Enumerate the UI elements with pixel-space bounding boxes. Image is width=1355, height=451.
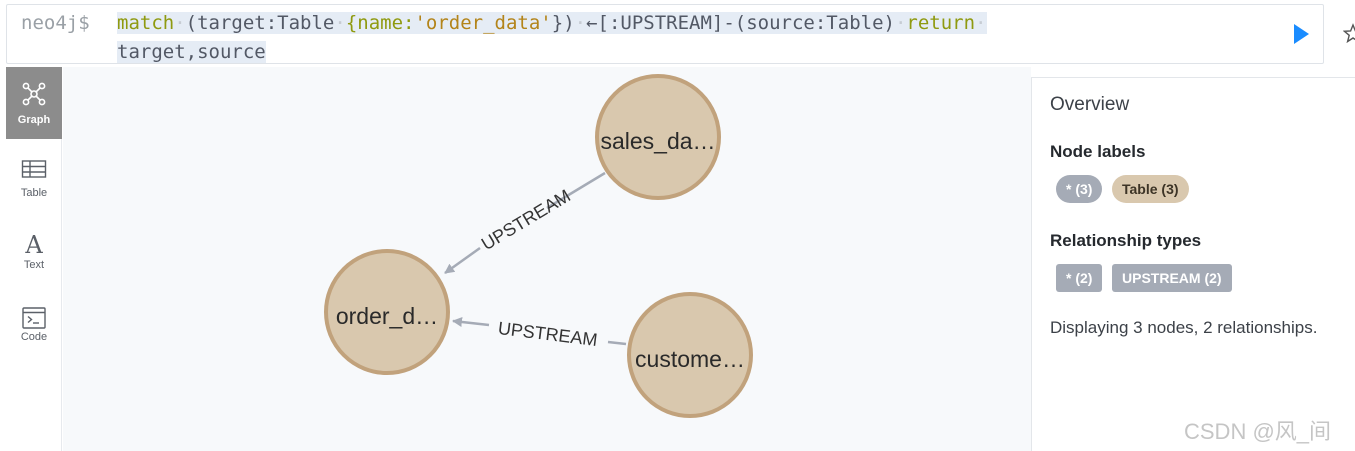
relationship-upstream-customer-to-order[interactable]: UPSTREAM [452,317,627,350]
view-graph[interactable]: Graph [6,67,62,139]
node-customer[interactable]: custome… [627,292,753,418]
whitespace-marker: · [574,12,587,34]
query-line-1[interactable]: match·(target:Table·{name:'order_data'})… [117,12,987,34]
overview-panel: Overview Node labels * (3) Table (3) Rel… [1031,77,1355,451]
node-label-all-pill[interactable]: * (3) [1056,175,1103,203]
whitespace-marker: · [334,12,346,34]
relationship-line[interactable] [546,171,606,210]
node-circle[interactable] [595,74,721,200]
whitespace-marker: · [975,12,987,34]
watermark: CSDN @风_间 [1184,419,1332,444]
svg-text:A: A [24,231,43,257]
node-label-table-pill[interactable]: Table (3) [1112,175,1189,203]
query-token: }) [551,12,575,34]
graph-canvas[interactable]: UPSTREAM UPSTREAM sales_da… order_d… cus… [63,67,1031,451]
query-keyword: match [117,12,175,34]
table-icon [21,160,47,178]
node-circle[interactable] [324,249,450,375]
query-code[interactable]: match·(target:Table·{name:'order_data'})… [117,9,1101,67]
view-code-label: Code [20,331,48,343]
code-icon [22,307,46,329]
graph-summary: Displaying 3 nodes, 2 relationships. [1050,318,1318,337]
relationship-line[interactable] [444,246,481,275]
node-order-data[interactable]: order_d… [324,249,450,375]
star-icon [1342,23,1355,44]
overview-title: Overview [1050,94,1130,115]
node-caption: order_d… [336,303,438,329]
query-editor[interactable]: neo4j$ match·(target:Table·{name:'order_… [6,4,1355,67]
node-sales-data[interactable]: sales_da… [595,74,721,200]
node-caption: custome… [635,346,745,372]
relationship-type-label: UPSTREAM [478,186,574,255]
whitespace-marker: · [894,12,907,34]
view-text-label: Text [23,259,45,271]
editor-prompt: neo4j$ [21,12,90,34]
view-graph-label: Graph [17,114,51,126]
relationship-type-all-pill[interactable]: * (2) [1056,264,1103,292]
node-labels-heading: Node labels [1050,142,1146,161]
node-caption: sales_da… [600,128,715,154]
view-table[interactable]: Table [6,143,62,215]
graph-visualization[interactable]: UPSTREAM UPSTREAM sales_da… order_d… cus… [63,67,1031,451]
relationship-line[interactable] [452,317,490,327]
view-switcher: Graph Table A Text Code [6,67,62,451]
relationship-line[interactable] [607,340,627,346]
view-code[interactable]: Code [6,291,62,363]
whitespace-marker: · [174,12,186,34]
relationship-type-upstream-pill[interactable]: UPSTREAM (2) [1112,264,1232,292]
query-string: 'order_data' [414,12,552,34]
view-table-label: Table [20,187,48,199]
run-query-button[interactable] [1289,21,1313,47]
relationship-type-label: UPSTREAM [497,318,599,350]
text-icon: A [24,231,43,257]
query-token: (target:Table [185,12,335,34]
query-token: ←[:UPSTREAM]-(source:Table) [586,12,895,34]
view-text[interactable]: A Text [6,217,62,289]
relationship-upstream-sales-to-order[interactable]: UPSTREAM [444,171,606,275]
node-circle[interactable] [627,292,753,418]
graph-icon [22,82,46,106]
query-keyword: return [906,12,976,34]
query-keyword: {name: [345,12,415,34]
query-line-2[interactable]: target,source [117,41,266,63]
play-icon [1294,24,1309,44]
favorite-button[interactable] [1342,23,1355,45]
relationship-types-heading: Relationship types [1050,231,1202,250]
